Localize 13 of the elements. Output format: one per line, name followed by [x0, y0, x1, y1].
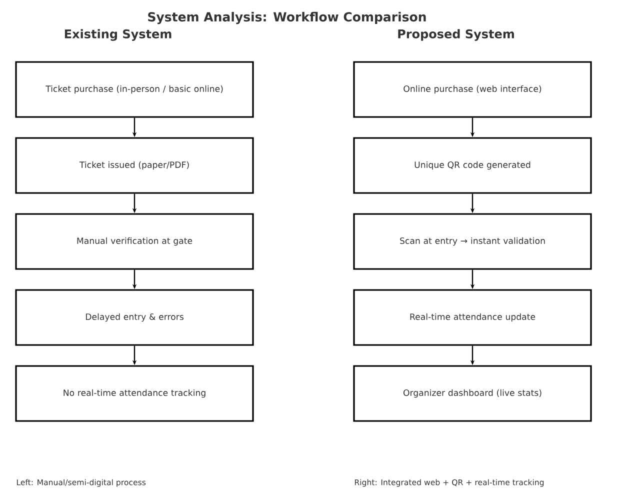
process-box: Ticket purchase (in-person / basic online)	[15, 61, 254, 118]
process-box: Online purchase (web interface)	[353, 61, 592, 118]
heading: Existing System	[64, 29, 172, 41]
title: System Analysis: Workflow Comparison	[148, 12, 426, 24]
process-box: Organizer dashboard (live stats)	[353, 365, 592, 422]
process-box: No real-time attendance tracking	[15, 365, 254, 422]
process-box: Manual verification at gate	[15, 213, 254, 270]
process-box: Real-time attendance update	[353, 289, 592, 346]
heading: Proposed System	[398, 29, 514, 41]
process-box: Ticket issued (paper/PDF)	[15, 137, 254, 194]
process-box: Unique QR code generated	[353, 137, 592, 194]
process-box: Scan at entry → instant validation	[353, 213, 592, 270]
process-box: Delayed entry & errors	[15, 289, 254, 346]
